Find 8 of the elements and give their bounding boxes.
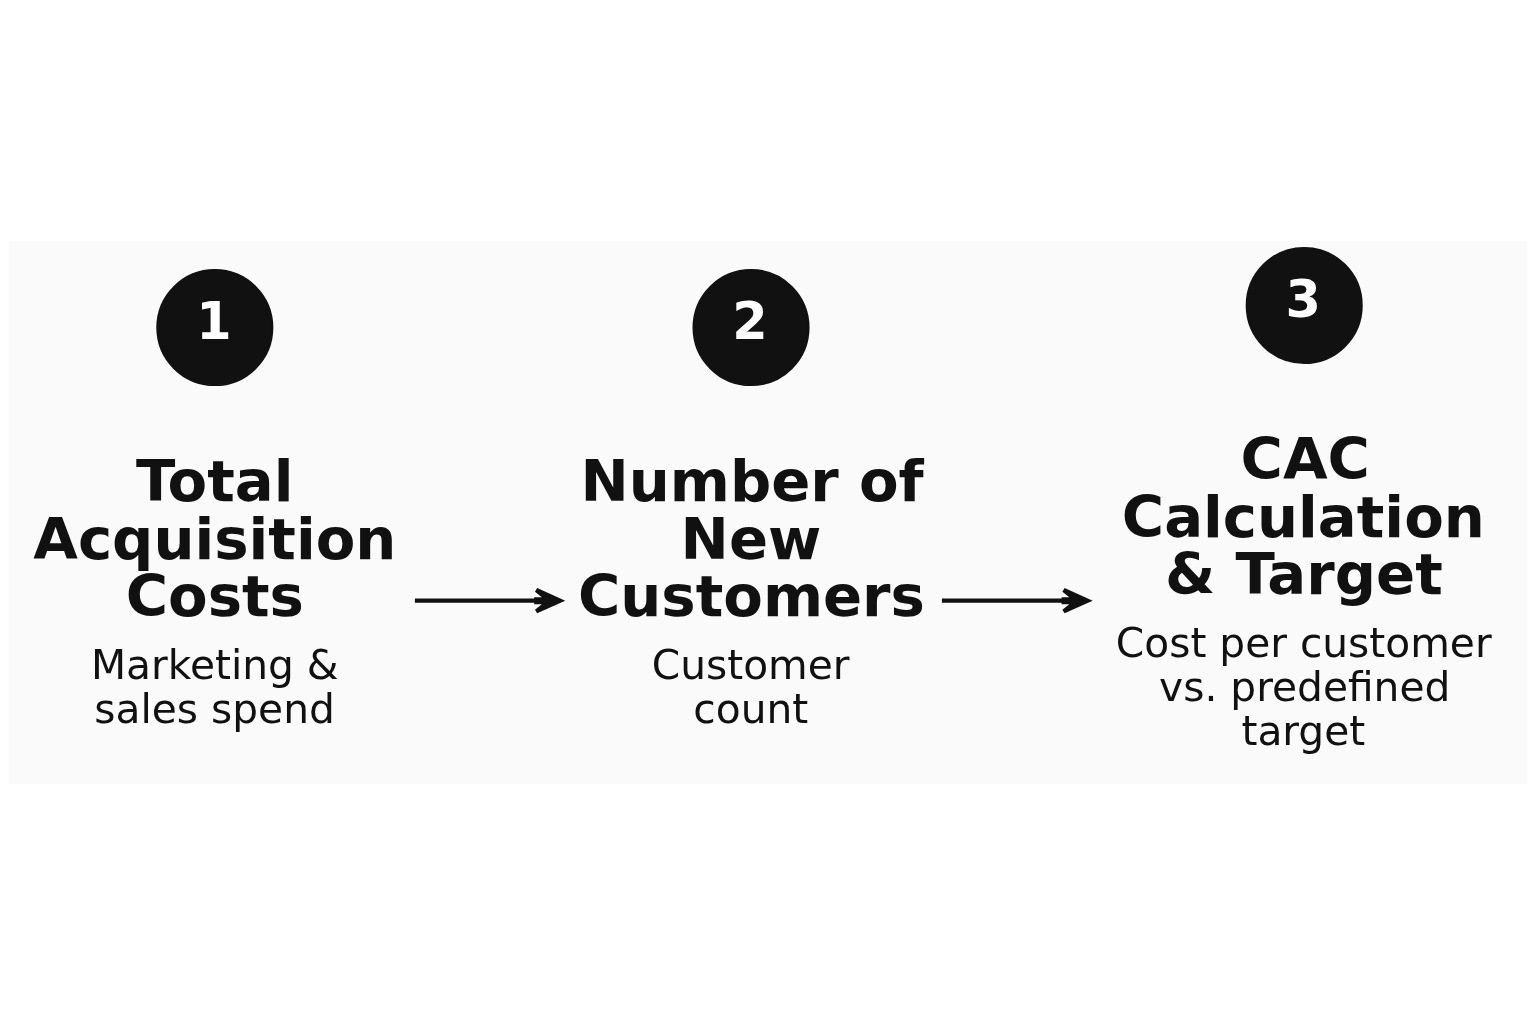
node-circle: 1 (156, 268, 274, 386)
node-circle: 3 (1245, 246, 1363, 364)
node-text: Total Acquisition Costs Marketing & sales spend (33, 446, 397, 733)
node-text: Number of New Customers Customer count (577, 446, 925, 733)
arrow (941, 587, 1090, 614)
node-circle: 2 (692, 268, 810, 386)
arrow (414, 587, 563, 614)
node-text: CAC Calculation & Target Cost per customer vs. predefined target (1115, 424, 1492, 755)
